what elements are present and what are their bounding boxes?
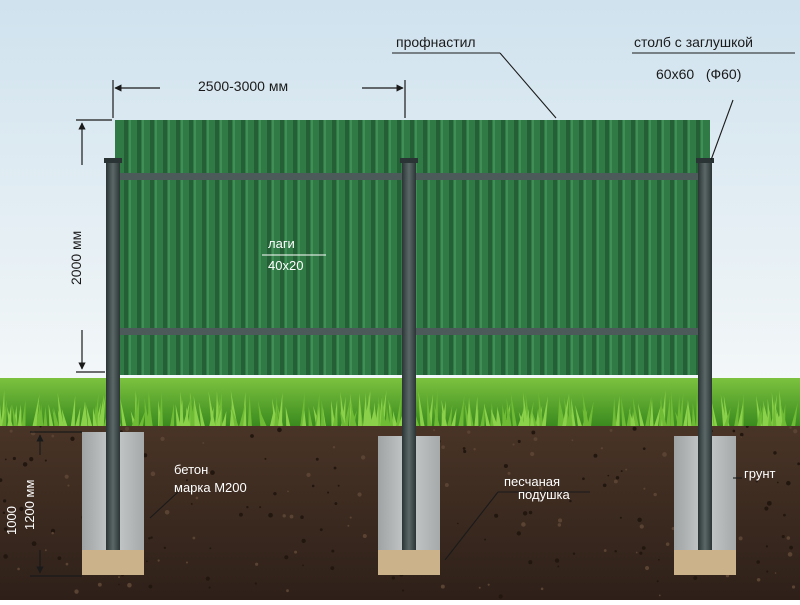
post-left <box>106 162 120 550</box>
rails-label-line1: лаги <box>268 236 295 251</box>
height-dimension-label: 2000 мм <box>68 230 84 285</box>
rails-label-line2: 40х20 <box>268 258 304 273</box>
sand-label-line1: песчаная <box>504 474 561 489</box>
grass-blades <box>0 390 798 426</box>
sheeting-label: профнастил <box>396 34 476 50</box>
height-dimension <box>76 119 112 373</box>
depth-label-line1: 1000 <box>4 506 19 535</box>
post-cap-right <box>696 158 714 163</box>
post-label-line2: 60х60 (Ф60) <box>656 66 742 82</box>
sheet-ribs <box>124 120 703 375</box>
leader-lines <box>149 52 795 561</box>
depth-dimension <box>30 431 82 577</box>
concrete-label-line1: бетон <box>174 462 209 477</box>
post-cap-middle <box>400 158 418 163</box>
depth-label-line2: 1200 мм <box>22 479 37 530</box>
soil-label: грунт <box>744 466 776 481</box>
width-dimension <box>112 80 406 118</box>
post-right <box>698 162 712 550</box>
width-dimension-label: 2500-3000 мм <box>198 78 289 94</box>
post-cap-left <box>104 158 122 163</box>
post-label-line1: столб с заглушкой <box>634 34 753 50</box>
sand-label-line2: подушка <box>518 487 570 502</box>
concrete-label-line2: марка М200 <box>174 480 247 495</box>
post-middle <box>402 162 416 550</box>
